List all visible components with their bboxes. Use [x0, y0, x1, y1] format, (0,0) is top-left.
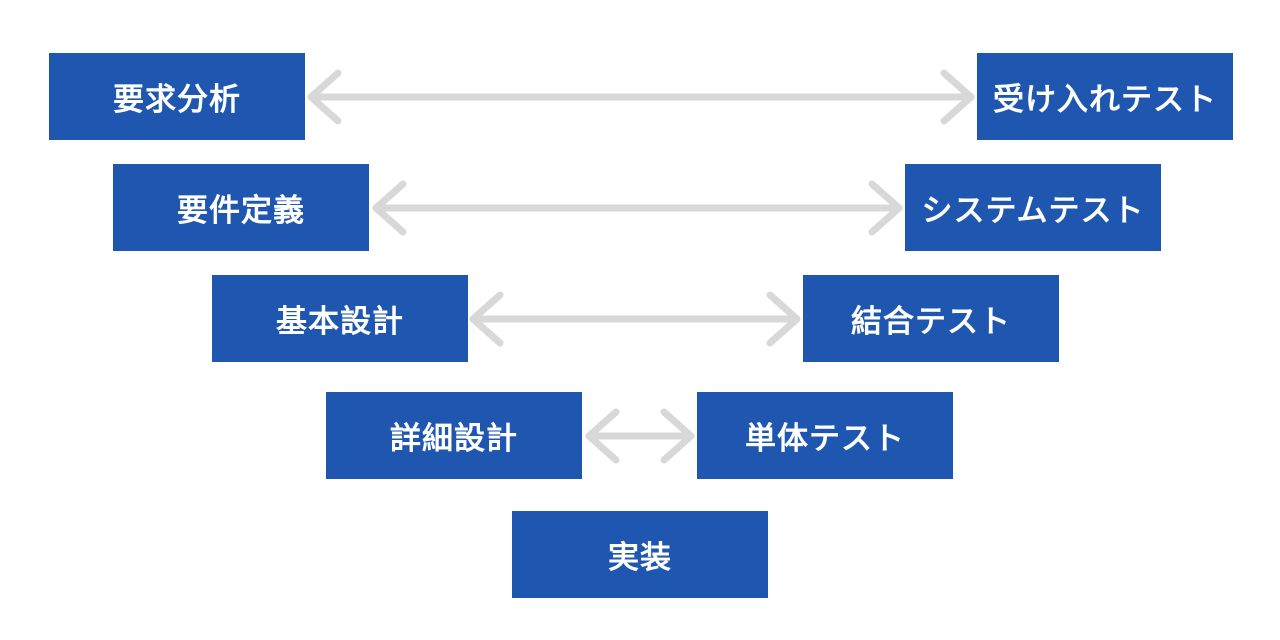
- test-box-acceptance-test: 受け入れテスト: [977, 53, 1233, 140]
- test-box-system-test: システムテスト: [905, 164, 1161, 251]
- test-box-integration-test: 結合テスト: [803, 275, 1059, 362]
- phase-box-detailed-design: 詳細設計: [326, 392, 582, 479]
- double-headed-arrow-level-4: [585, 408, 695, 464]
- double-headed-arrow-level-1: [307, 69, 975, 125]
- phase-box-requirements-analysis: 要求分析: [49, 53, 305, 140]
- double-headed-arrow-level-2: [372, 180, 903, 236]
- double-headed-arrow-level-3: [469, 291, 801, 347]
- phase-box-basic-design: 基本設計: [212, 275, 468, 362]
- test-box-unit-test: 単体テスト: [697, 392, 953, 479]
- phase-box-requirements-definition: 要件定義: [113, 164, 369, 251]
- phase-box-implementation: 実装: [512, 511, 768, 598]
